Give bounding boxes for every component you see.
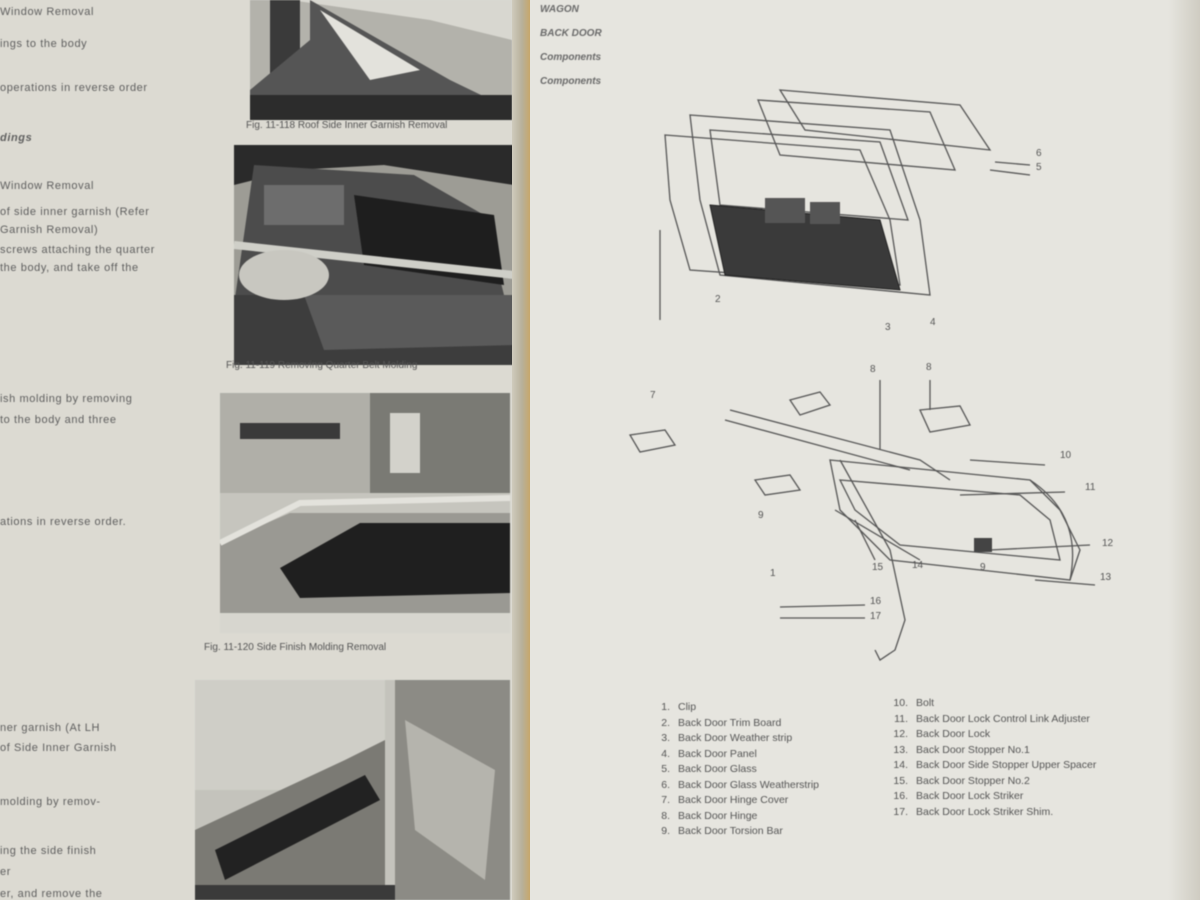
list-item: 1.Clip <box>661 701 697 713</box>
callout-number: 8 <box>926 362 932 373</box>
text-line: screws attaching the quarter <box>0 244 155 256</box>
text-line: molding by remov- <box>0 796 101 808</box>
text-line: Window Removal <box>0 6 94 18</box>
text-line: ner garnish (At LH <box>0 722 101 734</box>
callout-number: 3 <box>885 322 891 333</box>
callout-number: 11 <box>1085 482 1096 493</box>
text-line: operations in reverse order <box>0 82 148 94</box>
parts-list-right: 10.Bolt 11.Back Door Lock Control Link A… <box>888 696 1096 820</box>
text-line: Window Removal <box>0 180 94 192</box>
callout-number: 9 <box>980 562 986 573</box>
list-item: 6.Back Door Glass Weatherstrip <box>661 778 820 791</box>
exploded-diagram: 6 5 2 3 4 7 8 8 10 11 12 13 9 9 14 15 16… <box>590 80 1150 690</box>
list-item: 4.Back Door Panel <box>661 747 757 760</box>
header-line: BACK DOOR <box>540 28 602 39</box>
callout-number: 14 <box>912 560 924 571</box>
list-item: 10.Bolt <box>893 697 935 709</box>
callout-number: 16 <box>870 596 882 607</box>
text-line: ations in reverse order. <box>0 516 127 528</box>
callout-number: 5 <box>1036 162 1042 173</box>
text-line: ish molding by removing <box>0 393 133 405</box>
text-line: Garnish Removal) <box>0 224 99 236</box>
list-item: 9.Back Door Torsion Bar <box>661 825 783 837</box>
list-item: 2.Back Door Trim Board <box>661 716 782 729</box>
list-item: 14.Back Door Side Stopper Upper Spacer <box>893 759 1097 771</box>
list-item: 7.Back Door Hinge Cover <box>661 794 789 806</box>
callout-number: 6 <box>1036 148 1042 159</box>
text-line: of Side Inner Garnish <box>0 742 117 754</box>
parts-list-left: 1.Clip 2.Back Door Trim Board 3.Back Doo… <box>650 700 819 840</box>
right-page <box>530 0 1200 900</box>
list-item: 17.Back Door Lock Striker Shim. <box>893 805 1054 818</box>
text-line: of side inner garnish (Refer <box>0 206 150 218</box>
callout-number: 13 <box>1100 572 1112 583</box>
page-edge <box>1168 0 1200 900</box>
photo-roof-garnish <box>250 0 512 120</box>
section-heading: dings <box>0 132 33 144</box>
photo-side-finish-molding <box>220 393 510 633</box>
callout-number: 9 <box>758 510 764 521</box>
photo-side-inner-garnish <box>195 680 510 900</box>
list-item: 15.Back Door Stopper No.2 <box>893 774 1030 787</box>
figure-caption: Fig. 11-118 Roof Side Inner Garnish Remo… <box>246 120 448 131</box>
callout-number: 7 <box>650 390 656 401</box>
callout-number: 17 <box>870 611 882 622</box>
list-item: 12.Back Door Lock <box>893 728 991 740</box>
list-item: 16.Back Door Lock Striker <box>893 790 1024 802</box>
header-line: WAGON <box>540 4 579 15</box>
callout-number: 8 <box>870 364 876 375</box>
callout-number: 2 <box>715 294 721 305</box>
header-line: Components <box>540 76 602 87</box>
text-line: er <box>0 866 11 878</box>
text-line: ing the side finish <box>0 845 97 857</box>
header-line: Components <box>540 52 602 63</box>
text-line: ings to the body <box>0 38 88 50</box>
list-item: 11.Back Door Lock Control Link Adjuster <box>894 712 1090 725</box>
callout-number: 12 <box>1102 538 1114 549</box>
list-item: 13.Back Door Stopper No.1 <box>893 743 1030 756</box>
text-line: to the body and three <box>0 414 117 426</box>
callout-number: 1 <box>770 568 776 579</box>
callout-number: 10 <box>1060 450 1072 461</box>
callout-number: 15 <box>872 562 884 573</box>
text-line: the body, and take off the <box>0 262 139 274</box>
list-item: 8.Back Door Hinge <box>661 809 758 822</box>
list-item: 5.Back Door Glass <box>661 763 757 775</box>
callout-number: 4 <box>930 317 936 328</box>
text-line: er, and remove the <box>0 888 103 900</box>
photo-quarter-belt-molding <box>234 145 514 365</box>
list-item: 3.Back Door Weather strip <box>661 732 793 744</box>
figure-caption: Fig. 11-119 Removing Quarter Belt Moldin… <box>226 360 418 371</box>
figure-caption: Fig. 11-120 Side Finish Molding Removal <box>204 642 387 653</box>
